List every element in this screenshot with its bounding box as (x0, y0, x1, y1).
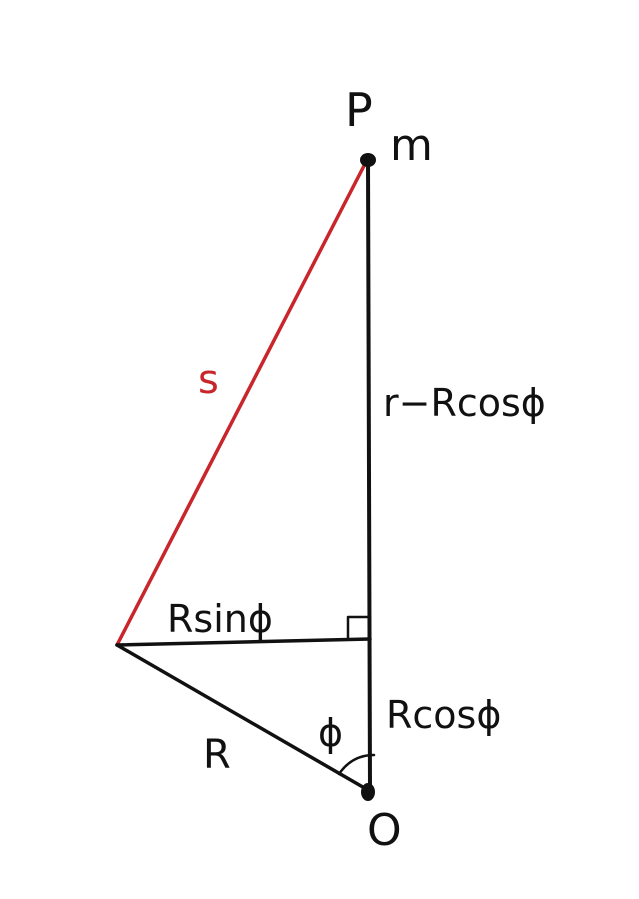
angle-arc (337, 753, 376, 776)
mass-point (360, 153, 376, 167)
radius-line (115, 643, 370, 792)
label-radius: R (203, 732, 231, 778)
label-point-top: P (345, 83, 373, 137)
label-angle: ϕ (318, 711, 343, 755)
label-vertical-lower: Rcosϕ (386, 693, 501, 737)
origin-point (361, 783, 375, 801)
label-hypotenuse: s (198, 357, 219, 403)
vertical-line (366, 158, 372, 792)
right-angle-marker (346, 615, 372, 641)
label-origin: O (367, 805, 402, 856)
horizontal-line (115, 637, 372, 647)
label-horizontal: Rsinϕ (167, 597, 273, 641)
label-vertical-upper: r−Rcosϕ (383, 381, 546, 425)
label-mass: m (390, 120, 433, 171)
hypotenuse-line (115, 158, 369, 647)
